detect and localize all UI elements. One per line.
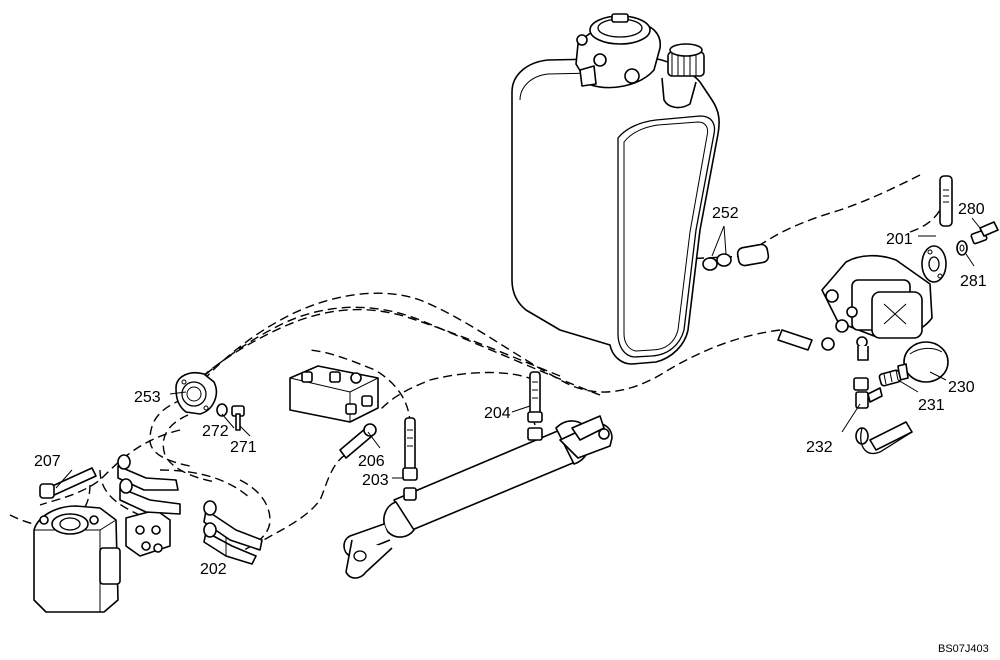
callout-206: 206 — [358, 453, 385, 470]
leader-lines — [55, 217, 981, 556]
port-block — [125, 509, 171, 557]
callout-271: 271 — [230, 439, 257, 456]
fitting-203 — [402, 417, 418, 481]
callout-281: 281 — [960, 273, 987, 290]
callout-272: 272 — [202, 423, 229, 440]
callout-labels: 201 202 203 204 206 207 230 231 232 252 … — [34, 201, 987, 578]
hose-fittings-202 — [117, 454, 263, 565]
washer-272 — [216, 403, 228, 417]
fitting-204 — [527, 371, 543, 423]
filter-252 — [702, 243, 770, 271]
callout-202: 202 — [200, 561, 227, 578]
callout-207: 207 — [34, 453, 61, 470]
callout-201: 201 — [886, 231, 913, 248]
fitting-280 — [970, 221, 999, 245]
callout-204: 204 — [484, 405, 511, 422]
hose-fitting-206 — [339, 423, 377, 459]
priority-valve — [33, 505, 121, 613]
callout-203: 203 — [362, 472, 389, 489]
callout-253: 253 — [134, 389, 161, 406]
drawing-reference: BS07J403 — [938, 643, 989, 655]
flange-253 — [175, 372, 218, 415]
steering-cylinder — [343, 415, 613, 579]
hydraulic-tank — [511, 13, 720, 365]
tee-232 — [853, 377, 913, 454]
bolt-271 — [231, 405, 245, 431]
steering-pump — [821, 254, 933, 361]
flange-201 — [921, 245, 947, 283]
adapter-231 — [878, 369, 902, 387]
valve-block-206 — [289, 365, 379, 423]
callout-232: 232 — [806, 439, 833, 456]
callout-252: 252 — [712, 205, 739, 222]
callout-280: 280 — [958, 201, 985, 218]
hose-end-pump — [777, 329, 835, 351]
callout-231: 231 — [918, 397, 945, 414]
hose-fitting-201 — [939, 175, 953, 227]
washer-281 — [956, 240, 968, 256]
accumulator-230 — [897, 341, 949, 383]
fitting-207 — [39, 467, 97, 499]
callout-230: 230 — [948, 379, 975, 396]
